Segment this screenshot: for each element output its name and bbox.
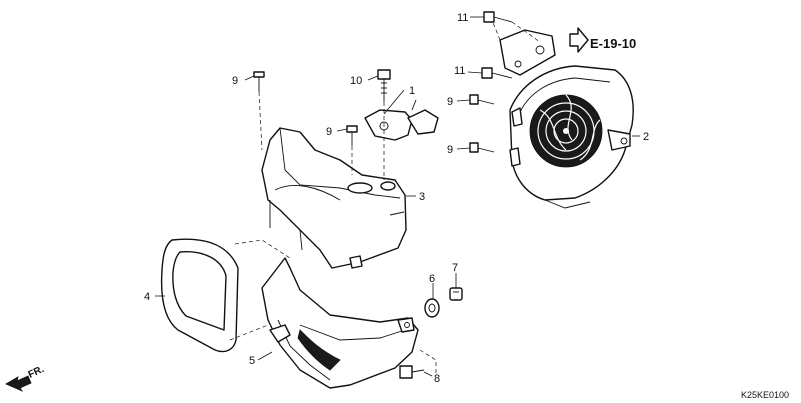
front-direction-arrow: FR.	[5, 364, 46, 392]
fan-cover	[509, 65, 634, 209]
callout-9d: 9	[447, 144, 453, 156]
screw-9-right-lower	[469, 142, 495, 153]
bolt-8	[399, 365, 425, 379]
callout-11a: 11	[457, 12, 468, 24]
screw-9-top-left	[253, 71, 265, 92]
callout-4: 4	[144, 291, 150, 303]
callout-5: 5	[249, 355, 255, 367]
bolt-10	[377, 69, 391, 102]
fan-grille	[529, 94, 603, 168]
callout-1: 1	[409, 85, 415, 97]
callout-9b: 9	[326, 126, 332, 138]
leader-lines	[155, 16, 640, 377]
upper-shroud	[261, 127, 407, 269]
collar-7	[449, 287, 463, 301]
front-label: FR.	[27, 364, 46, 381]
reference-label: E-19-10	[590, 36, 636, 51]
cover-bracket	[491, 19, 556, 76]
callout-10: 10	[350, 75, 362, 87]
callout-3: 3	[419, 191, 425, 203]
screw-9-right-upper	[469, 94, 495, 105]
drawing-code: K25KE0100	[741, 390, 789, 400]
grommet-6	[424, 298, 440, 318]
bolt-11-top	[483, 11, 513, 23]
callout-9a: 9	[232, 75, 238, 87]
callout-9c: 9	[447, 96, 453, 108]
sensor-bracket	[364, 99, 439, 141]
screw-9-center	[346, 125, 358, 146]
reference-arrow: E-19-10	[569, 27, 636, 53]
gasket-seal	[160, 238, 239, 353]
callout-7: 7	[452, 262, 458, 274]
lower-shroud	[261, 257, 419, 389]
callouts: 9 10 1 9 11 11 9 9 2 3 4 5 6 7 8	[144, 12, 649, 385]
callout-11b: 11	[454, 65, 465, 77]
callout-8: 8	[434, 373, 440, 385]
callout-6: 6	[429, 273, 435, 285]
callout-2: 2	[643, 131, 649, 143]
